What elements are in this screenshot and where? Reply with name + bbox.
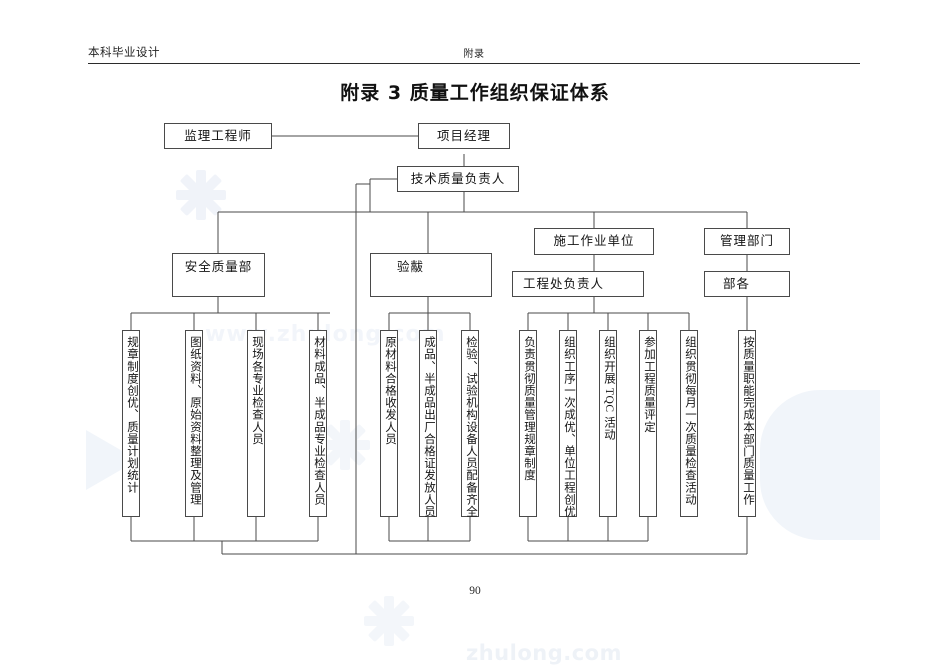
node-construction-unit[interactable]: 施工作业单位	[534, 228, 654, 255]
leaf-label: 检验、试验机构设备人员配备齐全	[465, 336, 477, 518]
page-number: 90	[469, 585, 481, 597]
leaf-label: 组织工序一次成优、单位工程创优	[563, 336, 575, 518]
header-left-text: 本科毕业设计	[88, 47, 160, 59]
leaf-box: 成品、半成品出厂合格证发放人员	[419, 330, 437, 518]
leaf-label: 按质量职能完成本部门质量工作	[742, 336, 754, 506]
node-departments[interactable]: 部各	[704, 271, 790, 297]
leaf-box: 组织工序一次成优、单位工程创优	[559, 330, 577, 518]
leaf-label: 图纸资料、原始资料整理及管理	[189, 336, 201, 506]
leaf-label: 成品、半成品出厂合格证发放人员	[423, 336, 435, 518]
leaf-box: 原材料合格收发人员	[380, 330, 398, 517]
header-rule	[88, 63, 860, 64]
leaf-label: 组织开展 TQC 活动	[603, 336, 615, 441]
node-management-dept[interactable]: 管理部门	[704, 228, 790, 255]
leaf-label: 材料成品、半成品专业检查人员	[313, 336, 325, 506]
leaf-label: 负责贯彻质量管理规章制度	[523, 336, 535, 482]
leaf-box: 组织开展 TQC 活动	[599, 330, 617, 517]
page-title: 附录 3 质量工作组织保证体系	[340, 82, 610, 104]
leaf-label: 现场各专业检查人员	[251, 336, 263, 445]
leaf-label: 参加工程质量评定	[643, 336, 655, 433]
node-tech-quality-head[interactable]: 技术质量负责人	[397, 166, 519, 192]
leaf-box: 组织贯彻每月一次质量检查活动	[680, 330, 698, 517]
leaf-box: 按质量职能完成本部门质量工作	[738, 330, 756, 517]
leaf-label: 规章制度创优、质量计划统计	[126, 336, 138, 494]
leaf-box: 参加工程质量评定	[639, 330, 657, 517]
leaf-box: 检验、试验机构设备人员配备齐全	[461, 330, 479, 518]
leaf-box: 图纸资料、原始资料整理及管理	[185, 330, 203, 517]
leaf-label: 组织贯彻每月一次质量检查活动	[684, 336, 696, 506]
node-engineering-head[interactable]: 工程处负责人	[512, 271, 644, 297]
node-project-manager[interactable]: 项目经理	[418, 123, 510, 149]
header-center-text: 附录	[463, 49, 485, 60]
leaf-box: 规章制度创优、质量计划统计	[122, 330, 140, 517]
leaf-box: 负责贯彻质量管理规章制度	[519, 330, 537, 517]
leaf-box: 现场各专业检查人员	[247, 330, 265, 517]
node-safety-quality-dept[interactable]: 安全质量部	[172, 253, 265, 297]
leaf-box: 材料成品、半成品专业检查人员	[309, 330, 327, 517]
running-header: 本科毕业设计 附录	[88, 44, 860, 66]
node-inspection-dept[interactable]: 验黻	[370, 253, 492, 297]
node-supervisor-engineer[interactable]: 监理工程师	[164, 123, 272, 149]
leaf-label: 原材料合格收发人员	[384, 336, 396, 445]
